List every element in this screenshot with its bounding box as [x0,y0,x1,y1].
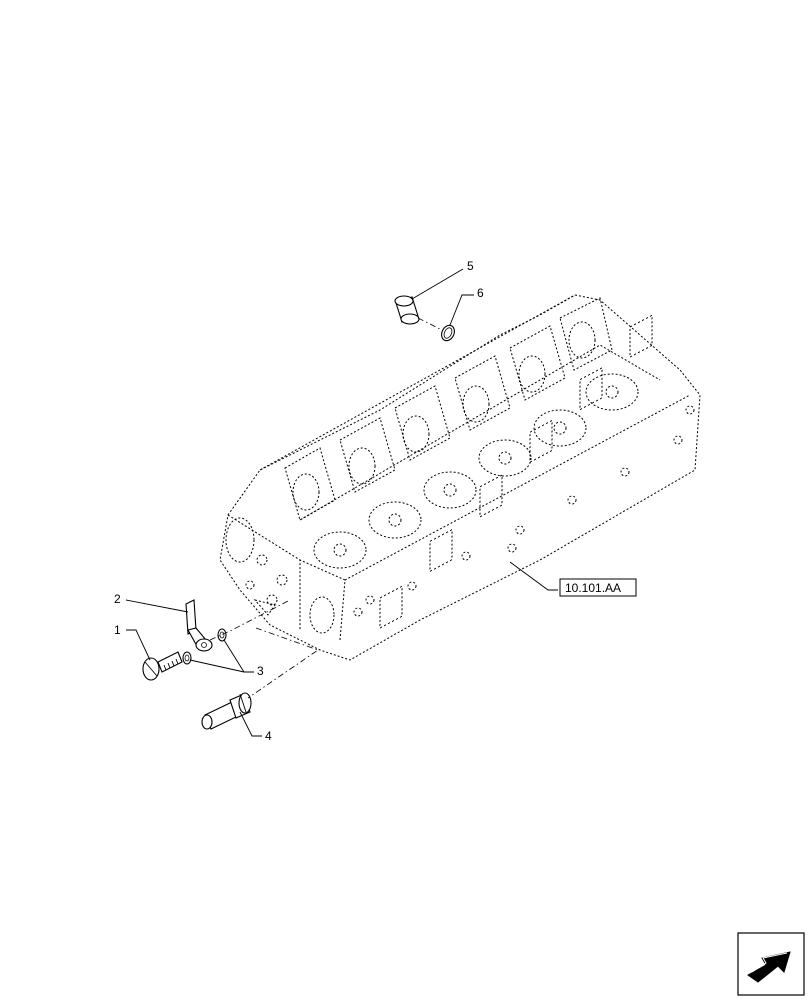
callout-6: 6 [477,286,484,300]
cylinder-head-assembly [219,294,701,661]
leader-lines [125,268,558,737]
end-face-details [225,517,335,634]
part-banjo-pipe [185,599,213,652]
callout-2: 2 [114,592,121,606]
banjo-axis-line [209,599,291,641]
callout-3: 3 [257,664,264,678]
callout-1: 1 [114,623,121,637]
plug-axis-line [417,317,443,331]
part-plug [394,295,420,325]
reference-box-10-101-aa[interactable]: 10.101.AA [559,578,637,597]
part-temperature-sensor [201,692,252,730]
valve-port-flanges [313,373,639,569]
part-sealing-washers [182,628,227,665]
part-o-ring [441,324,455,342]
callout-5: 5 [467,259,474,273]
callout-4: 4 [265,729,272,743]
reference-label: 10.101.AA [565,581,621,595]
head-bolt-towers [284,297,613,521]
sensor-axis-line [247,627,319,699]
part-banjo-bolt [142,651,183,681]
front-face-ports [379,314,653,629]
front-face-holes [353,405,695,617]
next-page-arrow-icon[interactable] [737,932,805,996]
